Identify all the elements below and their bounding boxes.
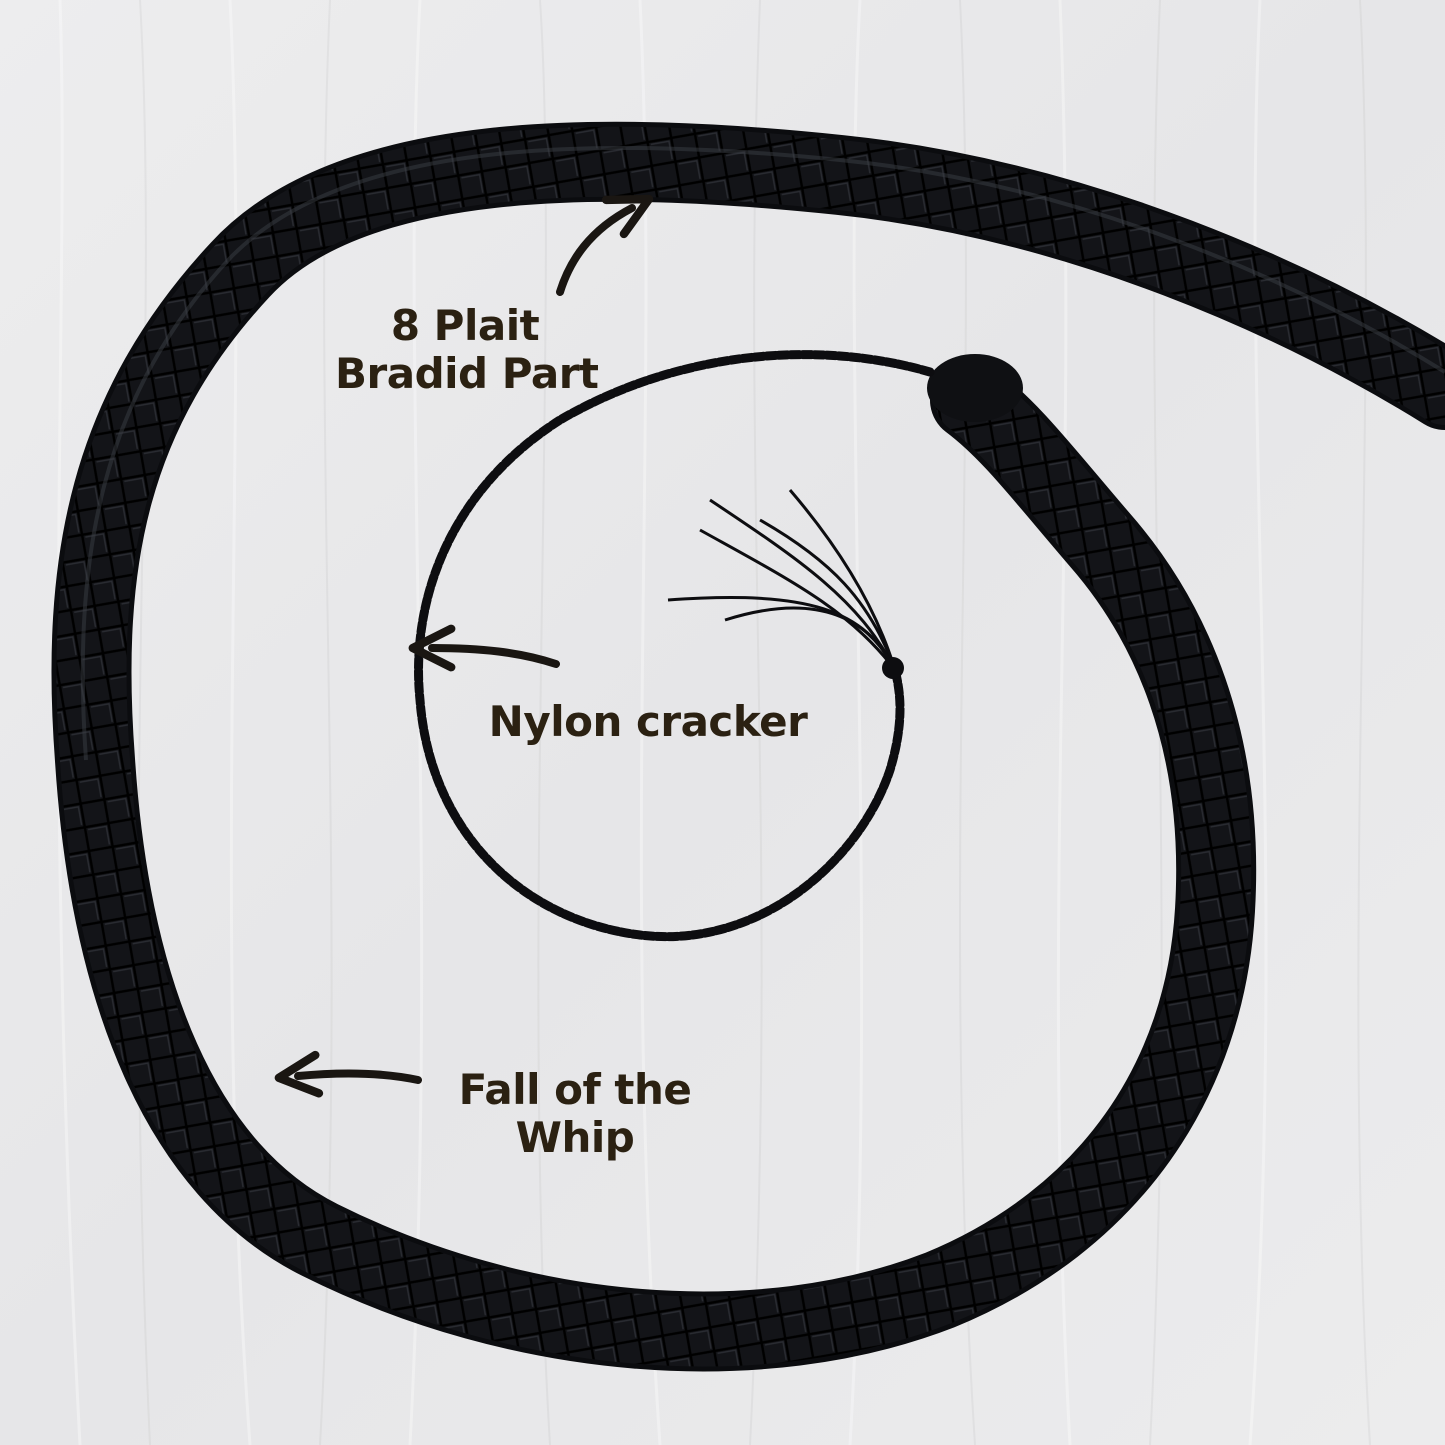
- braided-part-line1: 8 Plait: [390, 301, 540, 350]
- braided-part-line2: Bradid Part: [335, 349, 599, 398]
- nylon-cracker-line1: Nylon cracker: [488, 697, 808, 746]
- nylon-cracker-label: Nylon cracker: [488, 698, 808, 746]
- arrow-up-right-icon: [556, 194, 654, 296]
- fall-line2: Whip: [515, 1113, 635, 1162]
- fall-line1: Fall of the: [458, 1065, 692, 1114]
- arrow-left-icon: [274, 1050, 422, 1098]
- braided-part-label: 8 Plait Bradid Part: [335, 301, 599, 398]
- nylon-cracker: [414, 350, 935, 942]
- whip-tip-knot: [927, 354, 1023, 422]
- arrow-left-icon: [408, 624, 560, 672]
- whip-thong: [51, 121, 1445, 1372]
- fall-of-whip-label: Fall of the Whip: [455, 1066, 695, 1162]
